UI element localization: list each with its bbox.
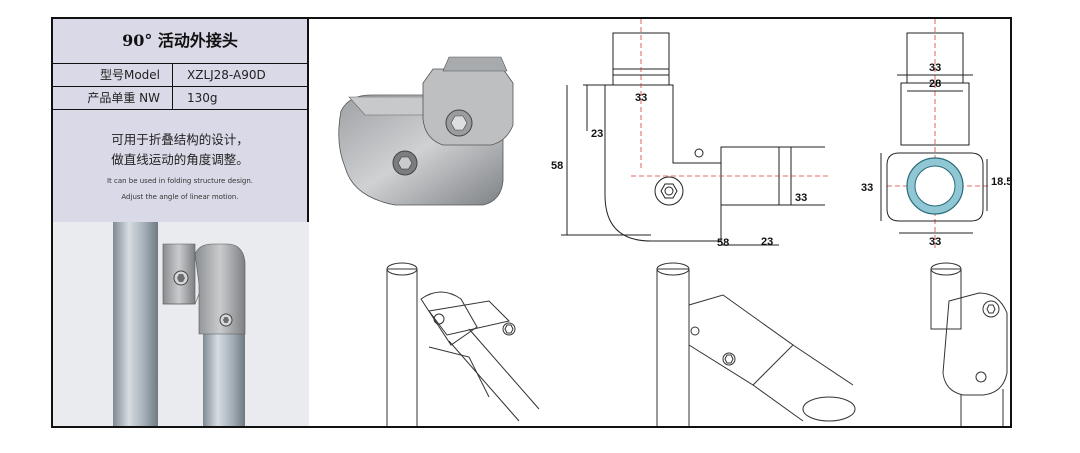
dim-33-right-side: 33 (795, 192, 807, 204)
folding-view (386, 262, 540, 426)
dim-33-top-end: 33 (929, 62, 941, 74)
installation-views (386, 262, 1008, 426)
desc-en-line-1: It can be used in folding structure desi… (106, 177, 254, 185)
straight-view (656, 262, 856, 426)
weight-value: 130g (187, 91, 218, 105)
dim-33-left-end: 33 (861, 182, 873, 194)
product-photo (338, 56, 514, 206)
installed-joint-photo (53, 222, 309, 426)
desc-cn-line-2: 做直线运动的角度调整。 (111, 152, 249, 167)
dim-58-bottom-side: 58 (717, 237, 729, 249)
model-label: 型号Model (53, 64, 173, 86)
description: 可用于折叠结构的设计， 做直线运动的角度调整。 It can be used i… (53, 110, 307, 202)
dim-33-top-side: 33 (635, 92, 647, 104)
dim-58-side: 58 (551, 160, 563, 172)
product-sheet: 90° 活动外接头 型号Model XZLJ28-A90D 产品单重 NW 13… (51, 17, 1012, 428)
dim-18-5-end: 18.5 (991, 176, 1012, 188)
spec-panel: 90° 活动外接头 型号Model XZLJ28-A90D 产品单重 NW 13… (53, 19, 309, 224)
weight-label: 产品单重 NW (53, 87, 173, 109)
right-angle-view (930, 262, 1008, 426)
model-row: 型号Model XZLJ28-A90D (53, 64, 307, 87)
model-value: XZLJ28-A90D (187, 68, 266, 82)
desc-en-line-2: Adjust the angle of linear motion. (121, 193, 239, 201)
dim-28-end: 28 (929, 78, 941, 90)
dim-23-side: 23 (591, 128, 603, 140)
technical-drawing: 33 23 58 33 23 58 33 28 18.5 33 33 (551, 19, 1012, 249)
side-view (561, 19, 831, 246)
weight-row: 产品单重 NW 130g (53, 87, 307, 110)
dim-23-bottom-side: 23 (761, 236, 773, 248)
product-title: 90° 活动外接头 (53, 19, 307, 64)
dim-33-bottom-end: 33 (929, 236, 941, 248)
desc-cn-line-1: 可用于折叠结构的设计， (111, 132, 249, 147)
